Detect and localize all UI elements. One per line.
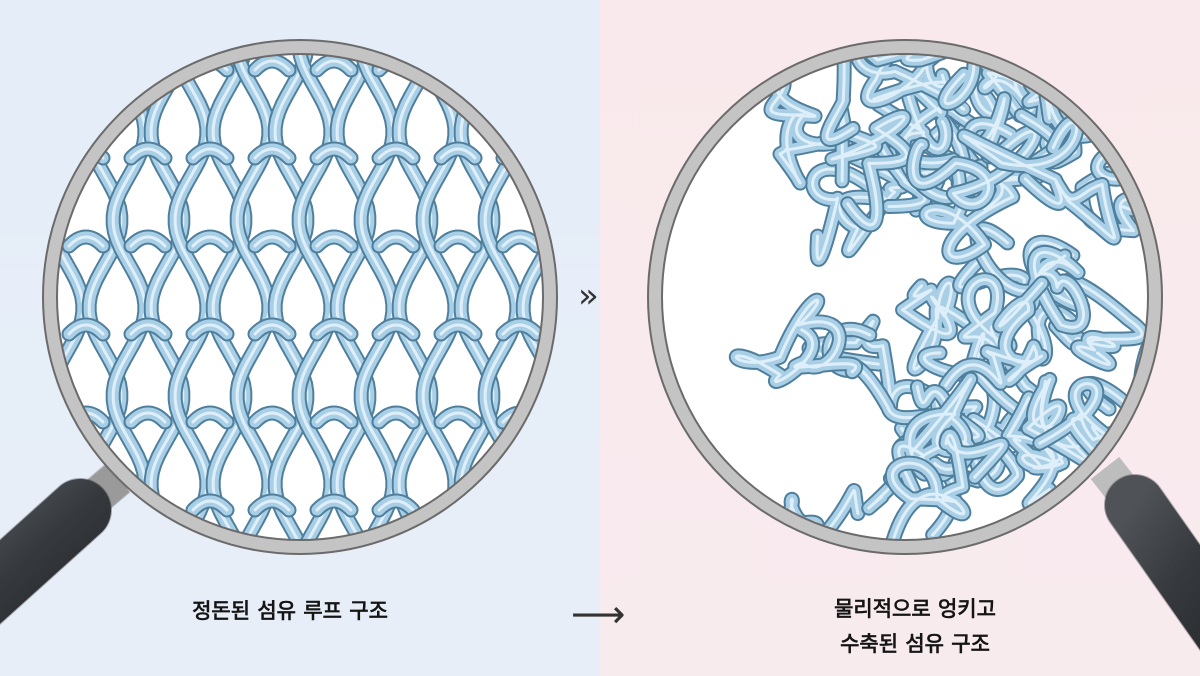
right-magnifier — [647, 39, 1200, 652]
loop-fiber-arc — [439, 59, 477, 72]
loop-fiber-strand — [149, 54, 185, 540]
loop-fiber-arc — [69, 589, 103, 598]
loop-fiber-arc — [67, 323, 105, 336]
loop-fiber-arc — [503, 589, 537, 598]
left-magnifier-handle — [0, 463, 131, 625]
loop-fiber-arc — [377, 499, 415, 512]
loop-fiber-strand — [273, 54, 309, 540]
tangled-fiber-strand — [855, 54, 966, 111]
right-magnifier-handle — [1090, 456, 1200, 652]
loop-fiber-arc — [501, 235, 539, 248]
loop-fiber-arc — [191, 147, 229, 160]
loop-fiber-arc — [129, 411, 167, 424]
loop-fiber-arc — [315, 59, 353, 72]
loop-fiber-strand — [335, 54, 371, 540]
loop-fiber-strand — [211, 54, 247, 540]
loop-fiber-arc — [503, 589, 537, 598]
loop-fiber-arc — [439, 411, 477, 424]
loop-fiber-strand — [111, 54, 147, 540]
loop-fiber-arc — [129, 235, 167, 248]
loop-fiber-arc — [315, 499, 353, 512]
loop-fiber-strand — [397, 54, 433, 540]
loop-fiber-arc — [253, 499, 291, 512]
loop-fiber-arc — [63, 55, 109, 76]
loop-fiber-arc — [67, 235, 105, 248]
loop-fiber-arc — [433, 54, 483, 78]
loop-fiber-arc — [253, 147, 291, 160]
tangled-fiber-strand — [962, 120, 1116, 240]
left-magnifier — [0, 39, 558, 625]
loop-fiber-arc — [69, 589, 103, 598]
loop-fiber-arc — [377, 411, 415, 424]
loop-fiber-arc — [377, 235, 415, 248]
loop-fiber-arc — [315, 411, 353, 424]
loop-fiber-arc — [495, 54, 543, 78]
tangled-fiber-strand — [825, 54, 977, 142]
loop-fiber-arc — [253, 411, 291, 424]
loop-fiber-arc — [129, 59, 167, 72]
loop-fiber-arc — [253, 59, 291, 72]
loop-fiber-arc — [439, 147, 477, 160]
left-lens-rim — [43, 40, 557, 554]
loop-fiber-strand — [421, 54, 457, 540]
left-caption: 정돈된 섬유 루프 구조 — [192, 599, 388, 623]
loop-fiber-arc — [315, 147, 353, 160]
loop-fiber-arc — [503, 589, 537, 598]
loop-fiber-arc — [67, 59, 105, 72]
loop-fiber-arc — [441, 589, 475, 598]
loop-fiber-arc — [439, 235, 477, 248]
loop-fiber-arc — [191, 323, 229, 336]
loop-fiber-arc — [315, 323, 353, 336]
loop-fiber-arc — [439, 323, 477, 336]
loop-fiber-arc — [69, 589, 103, 598]
tangled-fiber-strand — [734, 298, 857, 383]
loop-fiber-strand — [459, 54, 495, 540]
right-lens-rim — [648, 40, 1162, 554]
loop-fiber-arc — [497, 495, 543, 516]
loop-fiber-arc — [129, 147, 167, 160]
tangled-fiber-strand — [975, 227, 1085, 329]
loop-fiber-arc — [497, 55, 543, 76]
tangled-fiber-strand — [769, 72, 850, 185]
loop-fiber-arc — [61, 54, 111, 78]
loop-fiber-arc — [253, 323, 291, 336]
loop-fiber-arc — [501, 59, 539, 72]
loop-fiber-arc — [129, 323, 167, 336]
loop-fiber-arc — [377, 147, 415, 160]
loop-fiber-arc — [495, 493, 543, 518]
loop-fiber-arc — [501, 499, 539, 512]
loop-fiber-arc — [191, 411, 229, 424]
loop-fiber-strand — [173, 54, 209, 540]
loop-fiber-arc — [441, 589, 475, 598]
loop-fiber-strand — [235, 54, 271, 540]
tangled-fiber-strand — [944, 281, 1044, 387]
loop-fiber-strand — [359, 54, 395, 540]
loop-fiber-arc — [441, 589, 475, 598]
right-caption-line-2: 수축된 섬유 구조 — [840, 632, 990, 656]
loop-fiber-arc — [125, 55, 171, 76]
right-caption-line-1: 물리적으로 엉키고 — [834, 597, 996, 621]
right-arrow-icon: ⟶ — [571, 592, 626, 636]
tangled-fiber-strand — [890, 433, 1004, 540]
loop-fiber-arc — [501, 323, 539, 336]
loop-fiber-arc — [191, 235, 229, 248]
loop-fiber-arc — [191, 499, 229, 512]
loop-fiber-arc — [315, 235, 353, 248]
loop-fiber-strand — [297, 54, 333, 540]
loop-fiber-arc — [123, 54, 173, 78]
right-caption: 물리적으로 엉키고 수축된 섬유 구조 — [780, 592, 1050, 662]
loop-fiber-arc — [377, 323, 415, 336]
double-chevron-arrow-icon: » — [578, 276, 599, 316]
tangled-fiber-strand — [1006, 396, 1066, 505]
loop-fiber-arc — [435, 55, 481, 76]
loop-fiber-arc — [253, 235, 291, 248]
